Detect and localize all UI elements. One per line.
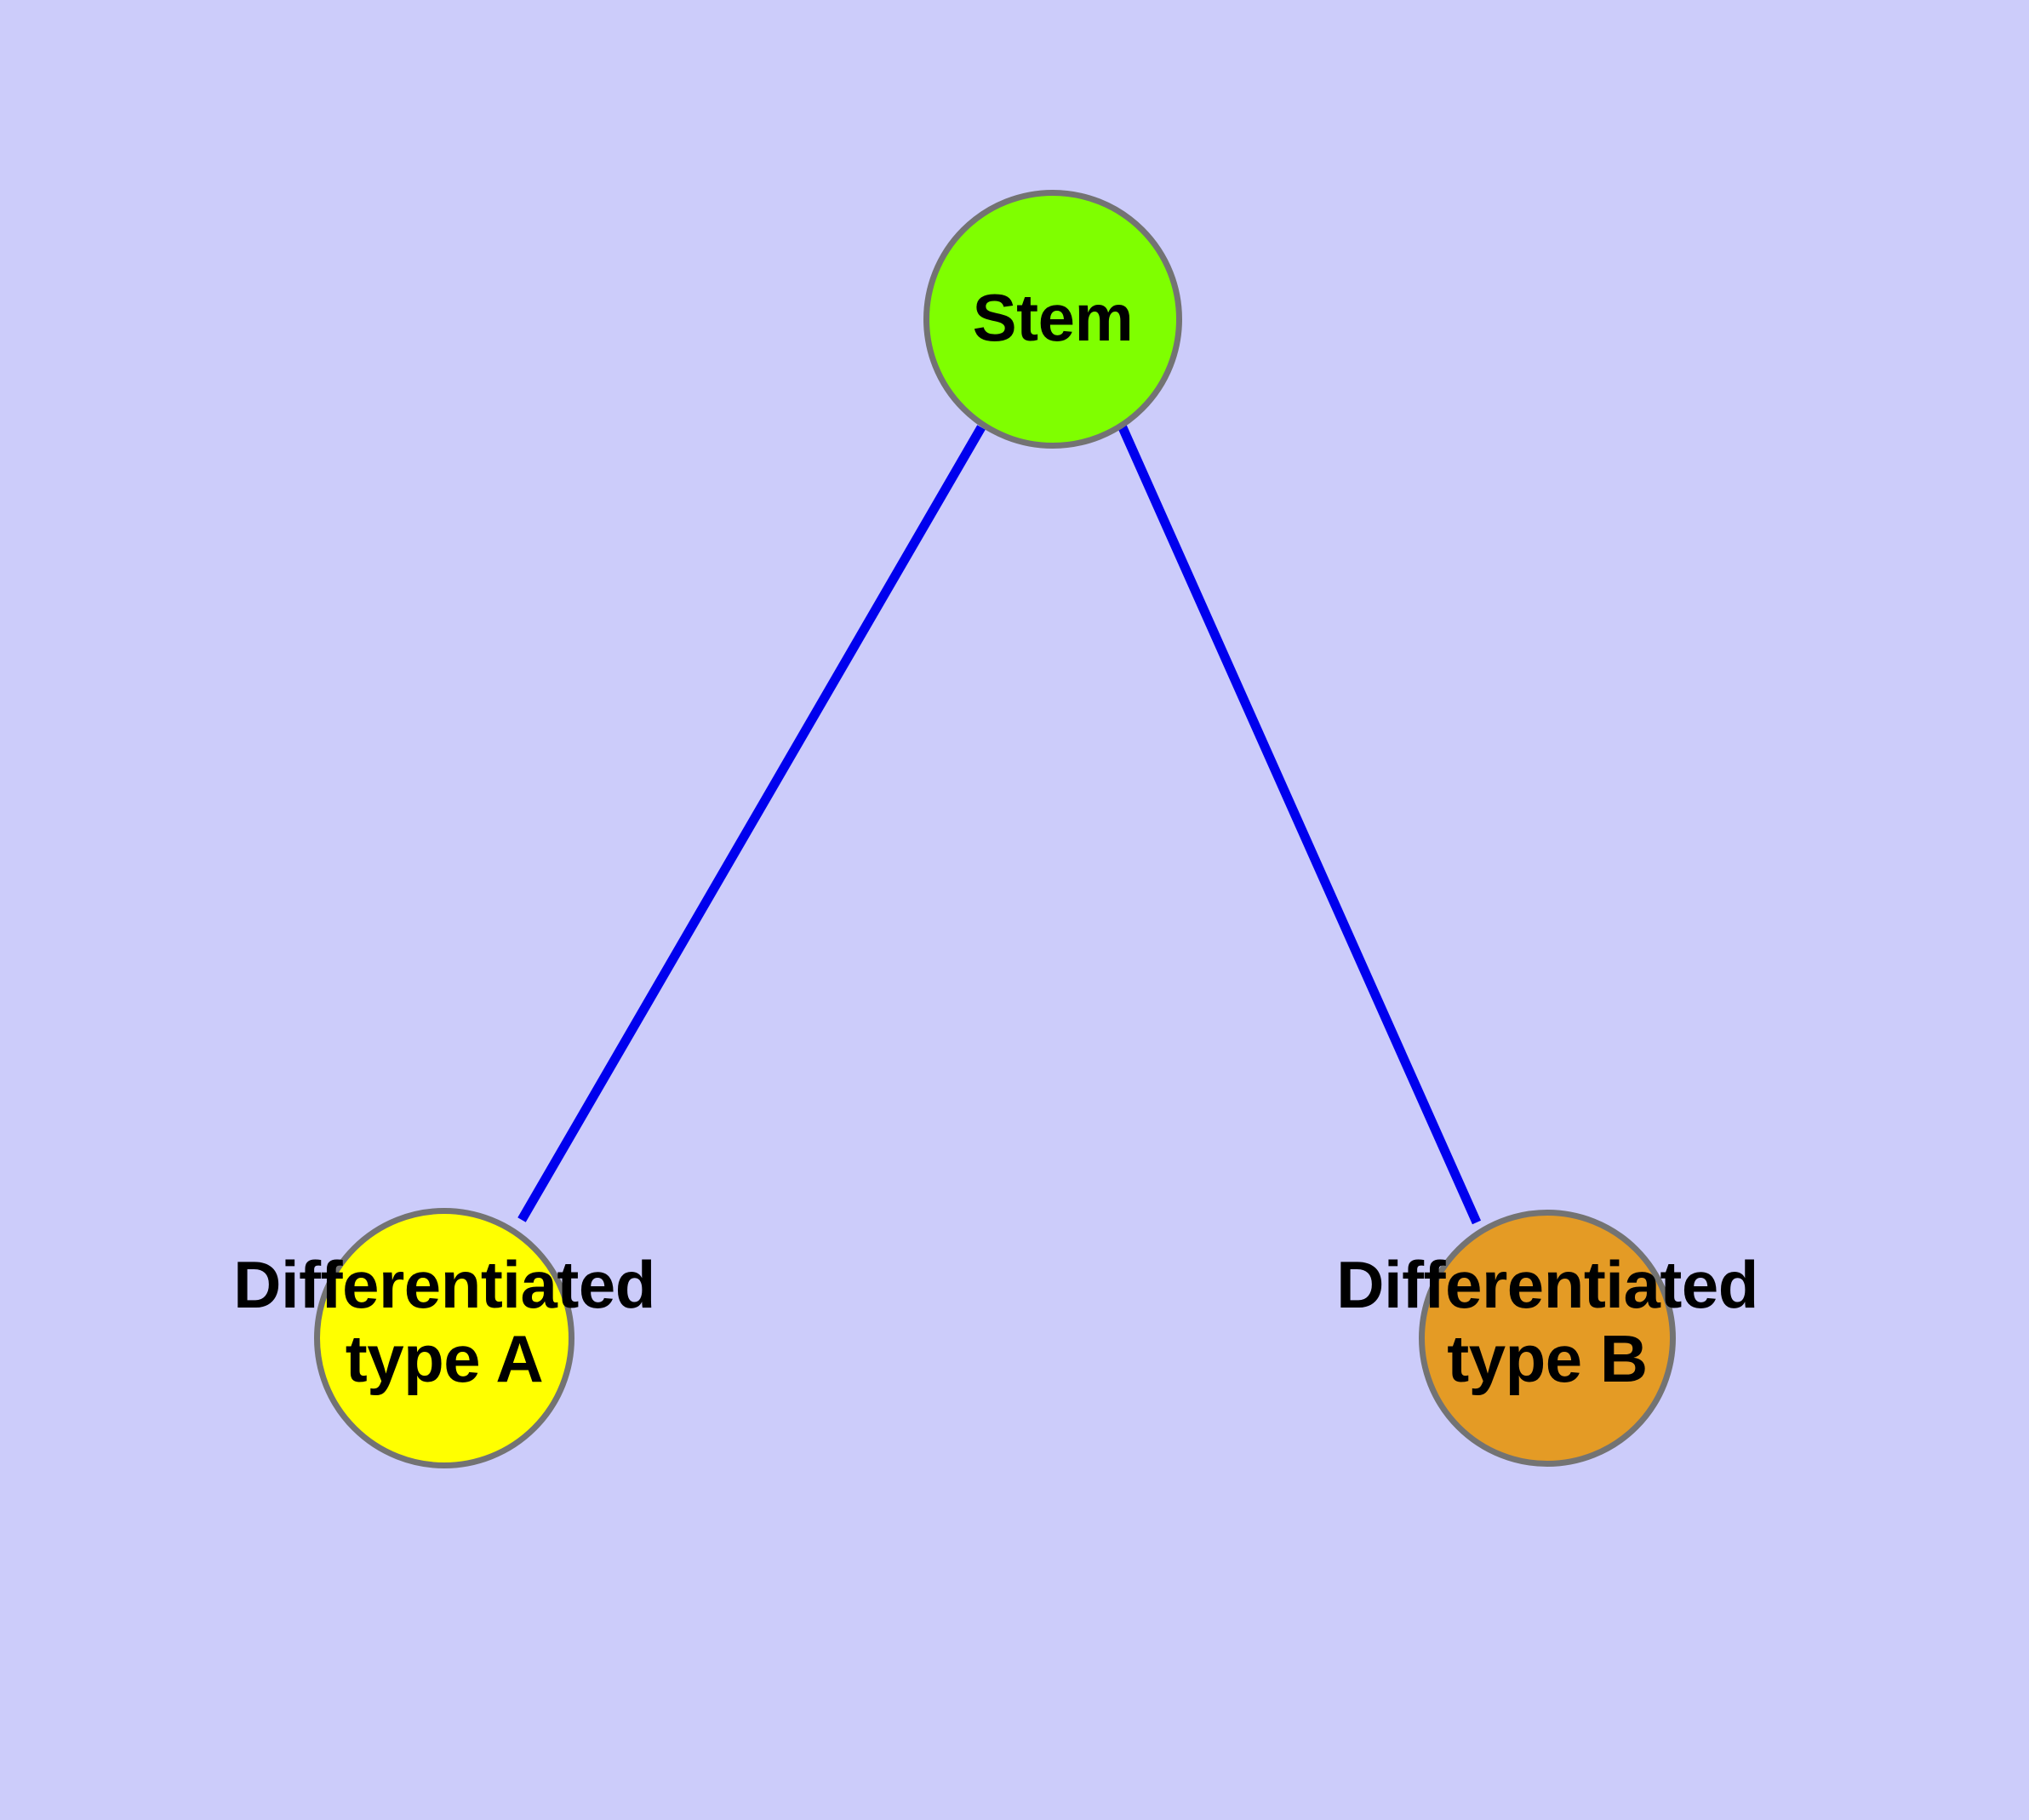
node-differentiated-type-b[interactable]: [1419, 1210, 1676, 1467]
node-stem[interactable]: [923, 190, 1182, 449]
edge-stem-to-differentiated-type-b: [1117, 423, 1482, 1225]
edge-stem-to-differentiated-type-a: [517, 425, 986, 1222]
node-differentiated-type-a[interactable]: [314, 1208, 574, 1468]
